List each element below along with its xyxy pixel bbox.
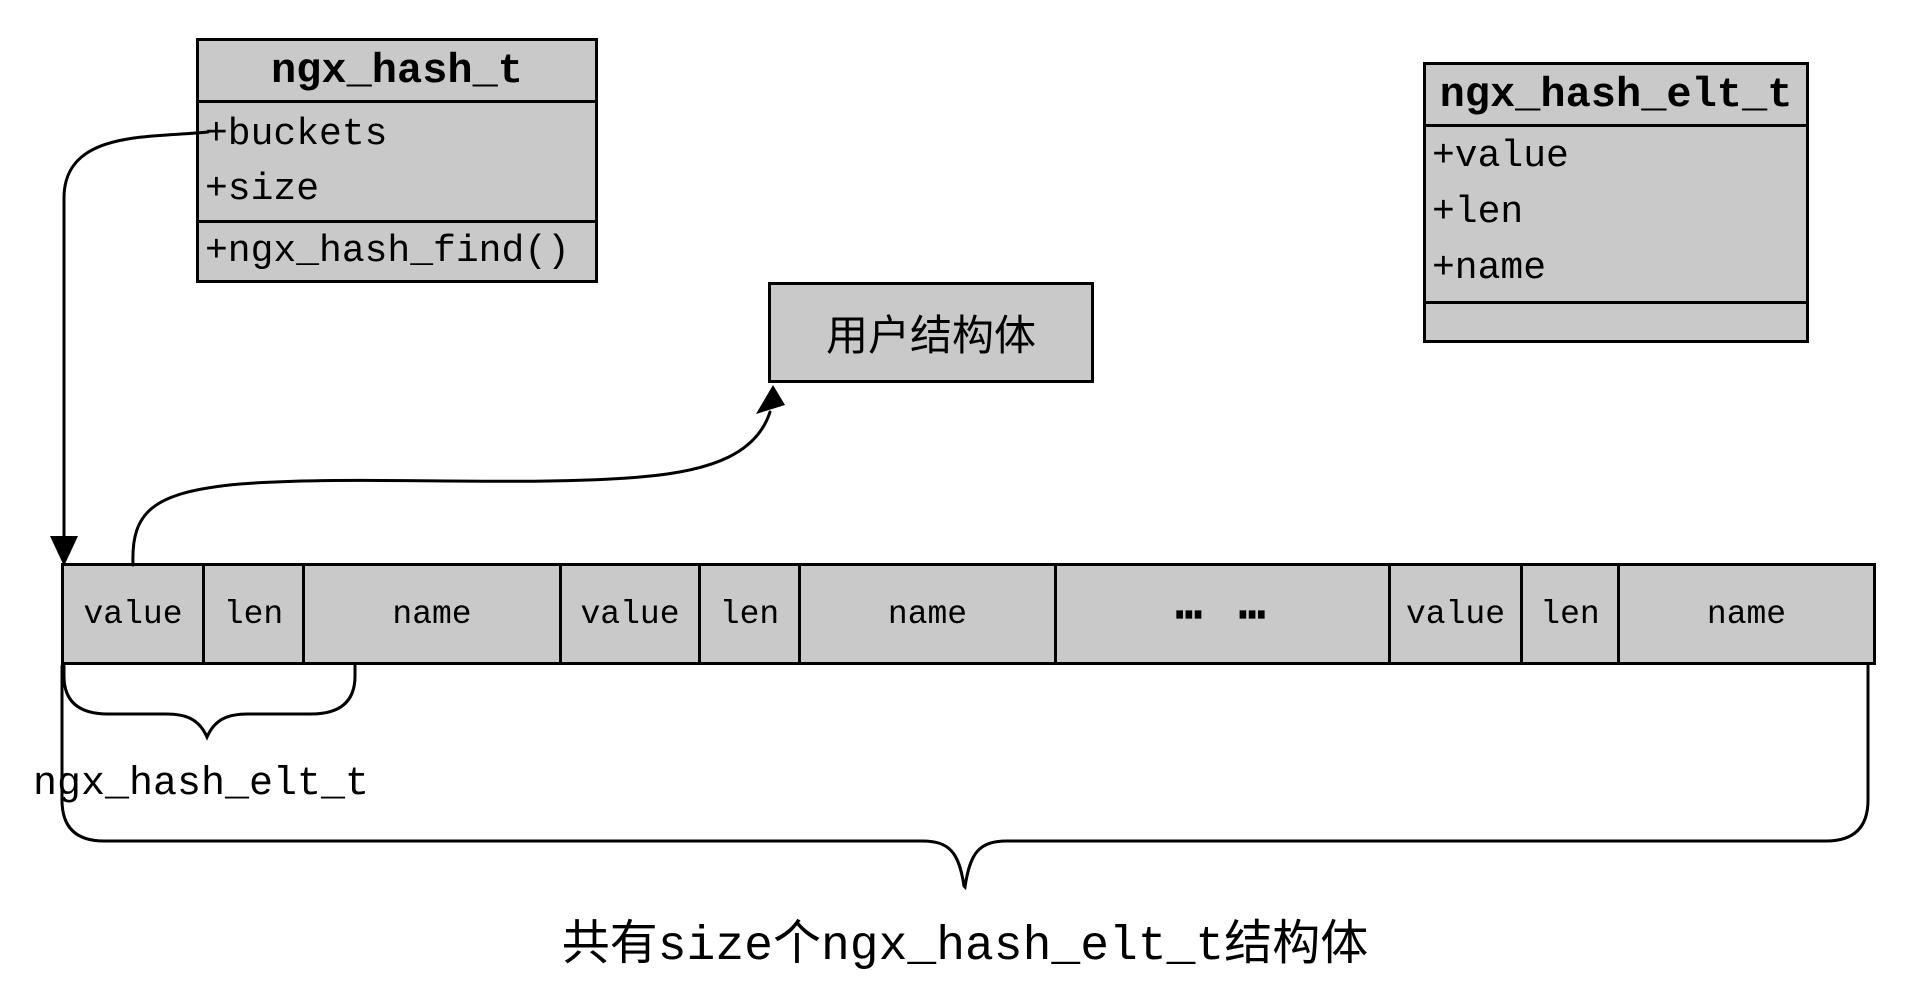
class-methods-ngx-hash-t: +ngx_hash_find()	[199, 220, 595, 281]
array-cell-name: name	[305, 566, 562, 662]
class-box-ngx-hash-elt-t: ngx_hash_elt_t +value +len +name	[1423, 62, 1809, 343]
attribute-size: +size	[205, 168, 320, 211]
array-cell-value: value	[1391, 566, 1523, 662]
class-empty-section	[1426, 301, 1806, 340]
elt-underbrace	[62, 664, 357, 741]
arrowhead-down-icon	[50, 536, 78, 566]
elt-brace-label: ngx_hash_elt_t	[33, 762, 370, 807]
array-cell-len: len	[1523, 566, 1620, 662]
array-to-user-struct-connector	[131, 410, 772, 567]
class-attrs-ngx-hash-elt-t: +value +len +name	[1426, 127, 1806, 301]
method-ngx-hash-find: +ngx_hash_find()	[205, 230, 570, 273]
array-cell-value: value	[64, 566, 205, 662]
attribute-buckets: +buckets	[205, 113, 388, 156]
array-cell-name: name	[801, 566, 1057, 662]
attribute-name: +name	[1432, 247, 1547, 290]
class-title-ngx-hash-t: ngx_hash_t	[199, 41, 595, 103]
class-attrs-ngx-hash-t: +buckets +size	[199, 103, 595, 220]
user-struct-box: 用户结构体	[768, 282, 1094, 383]
array-cell-len: len	[205, 566, 305, 662]
array-cell-name: name	[1620, 566, 1873, 662]
class-title-ngx-hash-elt-t: ngx_hash_elt_t	[1426, 65, 1806, 127]
array-cell-ellipsis: ⋯ ⋯	[1057, 566, 1391, 662]
arrowhead-up-icon	[756, 385, 785, 414]
buckets-to-array-connector	[62, 130, 210, 540]
attribute-value: +value	[1432, 135, 1569, 178]
class-box-ngx-hash-t: ngx_hash_t +buckets +size +ngx_hash_find…	[196, 38, 598, 283]
hash-elt-array: value len name value len name ⋯ ⋯ value …	[61, 563, 1876, 665]
attribute-len: +len	[1432, 191, 1524, 234]
array-cell-len: len	[701, 566, 801, 662]
size-brace-label: 共有size个ngx_hash_elt_t结构体	[561, 920, 1369, 974]
array-cell-value: value	[562, 566, 701, 662]
